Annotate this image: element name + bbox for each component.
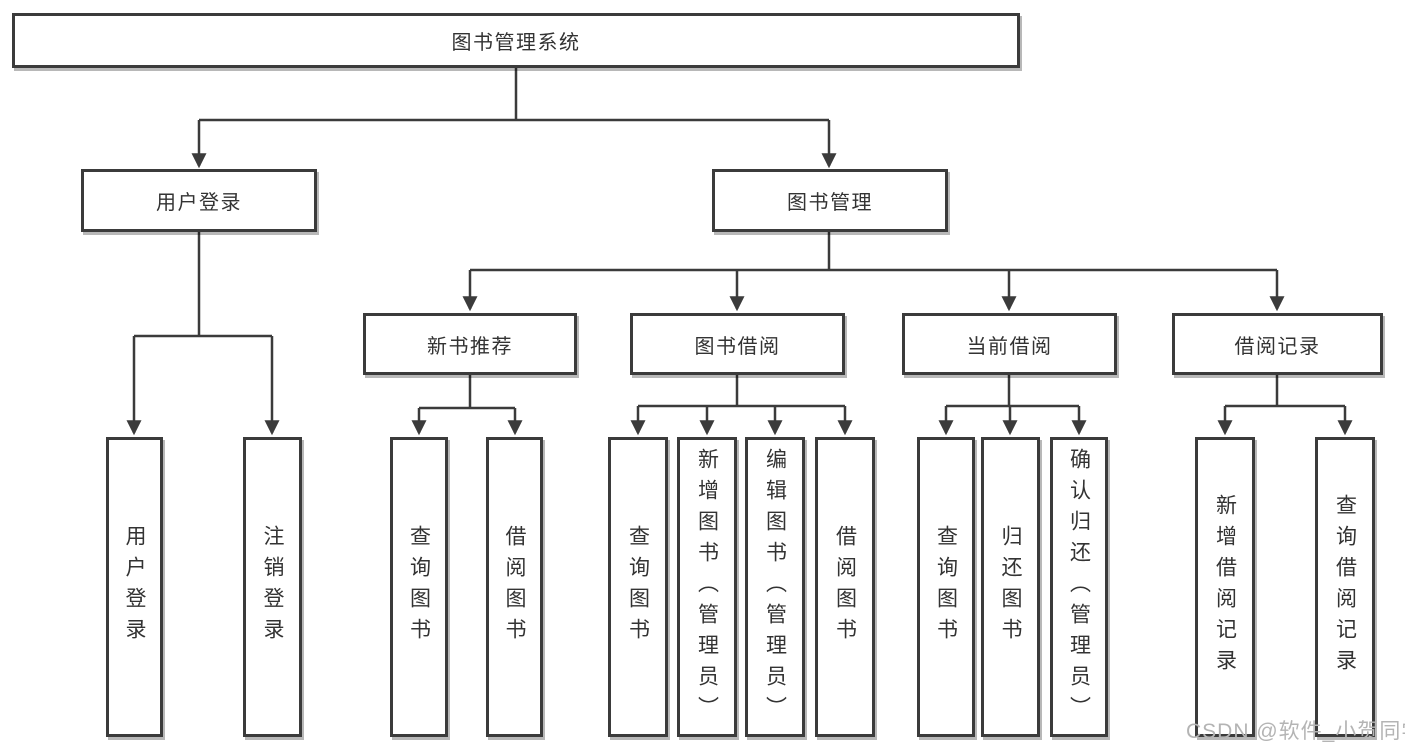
node-leaf-cb-query: 查询图书	[917, 437, 975, 737]
node-leaf-nbr-query-label: 查询图书	[407, 525, 431, 649]
node-leaf-bb-add-label: 新增图书（管理员）	[695, 447, 719, 727]
node-leaf-cb-confirm-label: 确认归还（管理员）	[1067, 447, 1091, 727]
node-leaf-nbr-query: 查询图书	[390, 437, 448, 737]
connector-user-login	[134, 232, 272, 338]
node-leaf-nbr-borrow-label: 借阅图书	[503, 525, 526, 649]
node-leaf-br-query: 查询借阅记录	[1315, 437, 1375, 737]
watermark: CSDN @软件_小贺同学	[1186, 720, 1405, 743]
node-leaf-user-login-label: 用户登录	[123, 525, 146, 649]
node-leaf-cb-query-label: 查询图书	[934, 525, 958, 649]
node-leaf-br-add-label: 新增借阅记录	[1213, 494, 1237, 680]
node-leaf-nbr-borrow: 借阅图书	[486, 437, 543, 737]
node-leaf-cb-return-label: 归还图书	[999, 525, 1022, 649]
connector-book-mgmt	[470, 232, 1277, 272]
node-book-mgmt: 图书管理	[712, 169, 948, 232]
node-leaf-cb-confirm: 确认归还（管理员）	[1050, 437, 1108, 737]
node-leaf-user-login: 用户登录	[106, 437, 163, 737]
node-new-book-rec-label: 新书推荐	[427, 335, 513, 358]
node-leaf-bb-add: 新增图书（管理员）	[677, 437, 737, 737]
node-root: 图书管理系统	[12, 13, 1020, 68]
connector-new-book-rec	[419, 375, 515, 410]
node-current-borrow-label: 当前借阅	[966, 335, 1053, 358]
node-book-borrow: 图书借阅	[630, 313, 845, 375]
node-user-login: 用户登录	[81, 169, 317, 232]
connector-root	[199, 68, 829, 122]
node-leaf-bb-borrow-label: 借阅图书	[833, 525, 857, 649]
node-leaf-logout: 注销登录	[243, 437, 302, 737]
node-leaf-bb-query-label: 查询图书	[626, 525, 650, 649]
node-user-login-label: 用户登录	[156, 192, 242, 214]
connector-book-borrow	[638, 375, 845, 408]
node-leaf-cb-return: 归还图书	[981, 437, 1040, 737]
node-book-mgmt-label: 图书管理	[787, 192, 873, 214]
node-leaf-bb-borrow: 借阅图书	[815, 437, 875, 737]
node-leaf-logout-label: 注销登录	[261, 525, 284, 649]
node-leaf-br-query-label: 查询借阅记录	[1333, 494, 1357, 680]
node-leaf-bb-query: 查询图书	[608, 437, 668, 737]
node-new-book-rec: 新书推荐	[363, 313, 577, 375]
connector-borrow-record	[1225, 375, 1345, 408]
node-borrow-record-label: 借阅记录	[1234, 335, 1321, 358]
node-leaf-br-add: 新增借阅记录	[1195, 437, 1255, 737]
node-leaf-bb-edit: 编辑图书（管理员）	[745, 437, 805, 737]
connector-current-borrow	[946, 375, 1079, 408]
node-leaf-bb-edit-label: 编辑图书（管理员）	[763, 447, 787, 727]
node-current-borrow: 当前借阅	[902, 313, 1117, 375]
node-root-label: 图书管理系统	[451, 32, 581, 54]
node-borrow-record: 借阅记录	[1172, 313, 1383, 375]
node-book-borrow-label: 图书借阅	[694, 335, 781, 358]
